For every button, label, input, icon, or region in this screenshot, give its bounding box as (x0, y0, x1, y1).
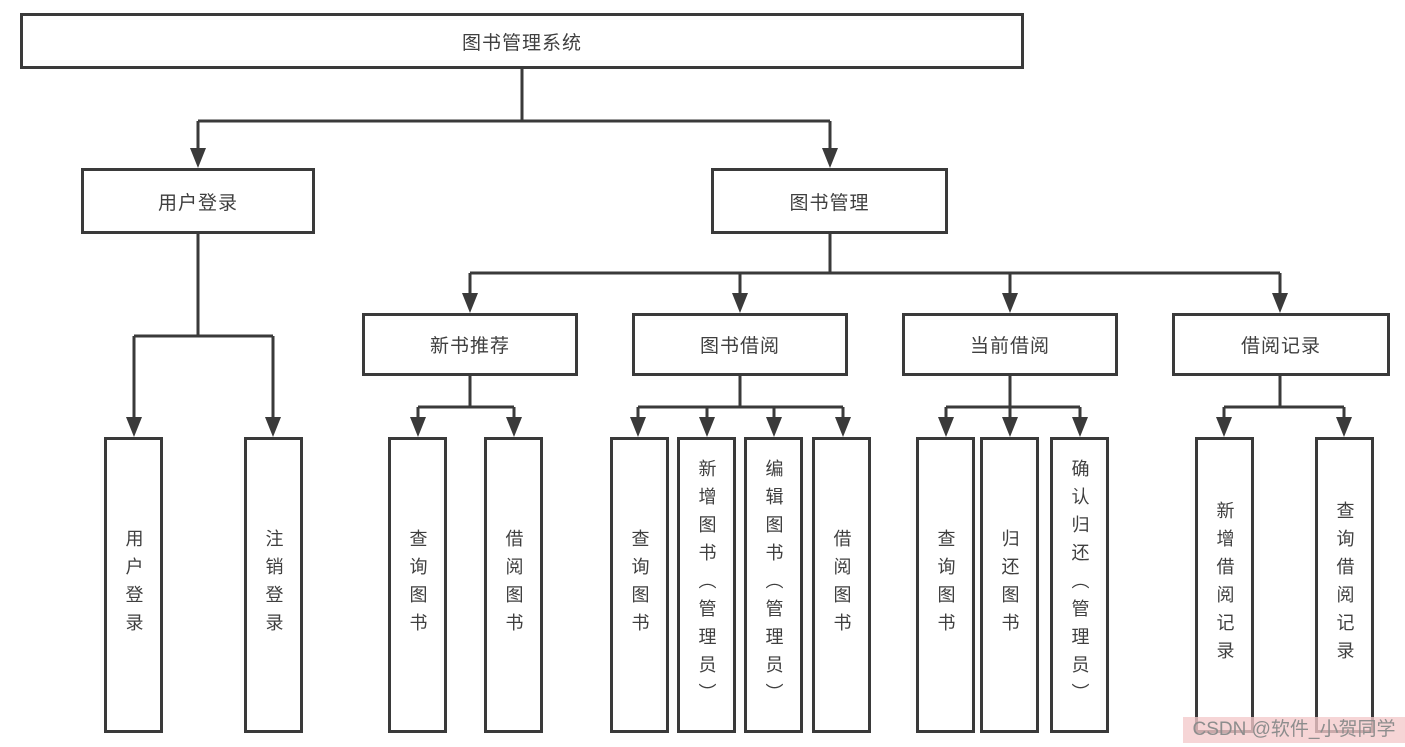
leaf-newbook-borrow-book-label: 借阅图书 (503, 529, 524, 641)
leaf-query-borrow-record-label: 查询借阅记录 (1334, 501, 1355, 669)
node-borrow-records: 借阅记录 (1172, 313, 1390, 376)
node-root-system: 图书管理系统 (20, 13, 1024, 69)
arrowheads (126, 148, 1352, 437)
node-root-system-label: 图书管理系统 (461, 32, 582, 54)
leaf-query-borrow-record: 查询借阅记录 (1315, 437, 1374, 733)
leaf-confirm-return-admin-label: 确认归还（管理员） (1069, 459, 1090, 711)
leaf-user-login: 用户登录 (104, 437, 163, 733)
leaf-borrow-book: 借阅图书 (812, 437, 871, 733)
leaf-borrow-query-book-label: 查询图书 (629, 529, 650, 641)
leaf-return-book: 归还图书 (980, 437, 1039, 733)
node-book-borrow-label: 图书借阅 (699, 336, 780, 357)
leaf-borrow-query-book: 查询图书 (610, 437, 669, 733)
leaf-user-login-label: 用户登录 (123, 529, 144, 641)
leaf-borrow-book-label: 借阅图书 (831, 529, 852, 641)
leaf-current-query-book: 查询图书 (916, 437, 975, 733)
leaf-newbook-borrow-book: 借阅图书 (484, 437, 543, 733)
node-borrow-records-label: 借阅记录 (1240, 336, 1321, 357)
node-book-management: 图书管理 (711, 168, 948, 234)
leaf-logout: 注销登录 (244, 437, 303, 733)
leaf-current-query-book-label: 查询图书 (935, 529, 956, 641)
leaf-add-borrow-record: 新增借阅记录 (1195, 437, 1254, 733)
leaf-confirm-return-admin: 确认归还（管理员） (1050, 437, 1109, 733)
leaf-add-book-admin-label: 新增图书（管理员） (696, 459, 717, 711)
node-new-book-recommend-label: 新书推荐 (429, 336, 510, 357)
csdn-watermark: CSDN @软件_小贺同学 (1183, 717, 1405, 743)
node-current-borrow-label: 当前借阅 (969, 336, 1050, 357)
leaf-edit-book-admin-label: 编辑图书（管理员） (763, 459, 784, 711)
leaf-logout-label: 注销登录 (263, 529, 284, 641)
node-user-login-label: 用户登录 (157, 192, 238, 214)
node-current-borrow: 当前借阅 (902, 313, 1118, 376)
leaf-return-book-label: 归还图书 (999, 529, 1020, 641)
node-new-book-recommend: 新书推荐 (362, 313, 578, 376)
leaf-add-borrow-record-label: 新增借阅记录 (1214, 501, 1235, 669)
leaf-newbook-query-book-label: 查询图书 (407, 529, 428, 641)
leaf-edit-book-admin: 编辑图书（管理员） (744, 437, 803, 733)
node-book-borrow: 图书借阅 (632, 313, 848, 376)
leaf-add-book-admin: 新增图书（管理员） (677, 437, 736, 733)
leaf-newbook-query-book: 查询图书 (388, 437, 447, 733)
node-user-login: 用户登录 (81, 168, 315, 234)
node-book-management-label: 图书管理 (789, 192, 870, 214)
